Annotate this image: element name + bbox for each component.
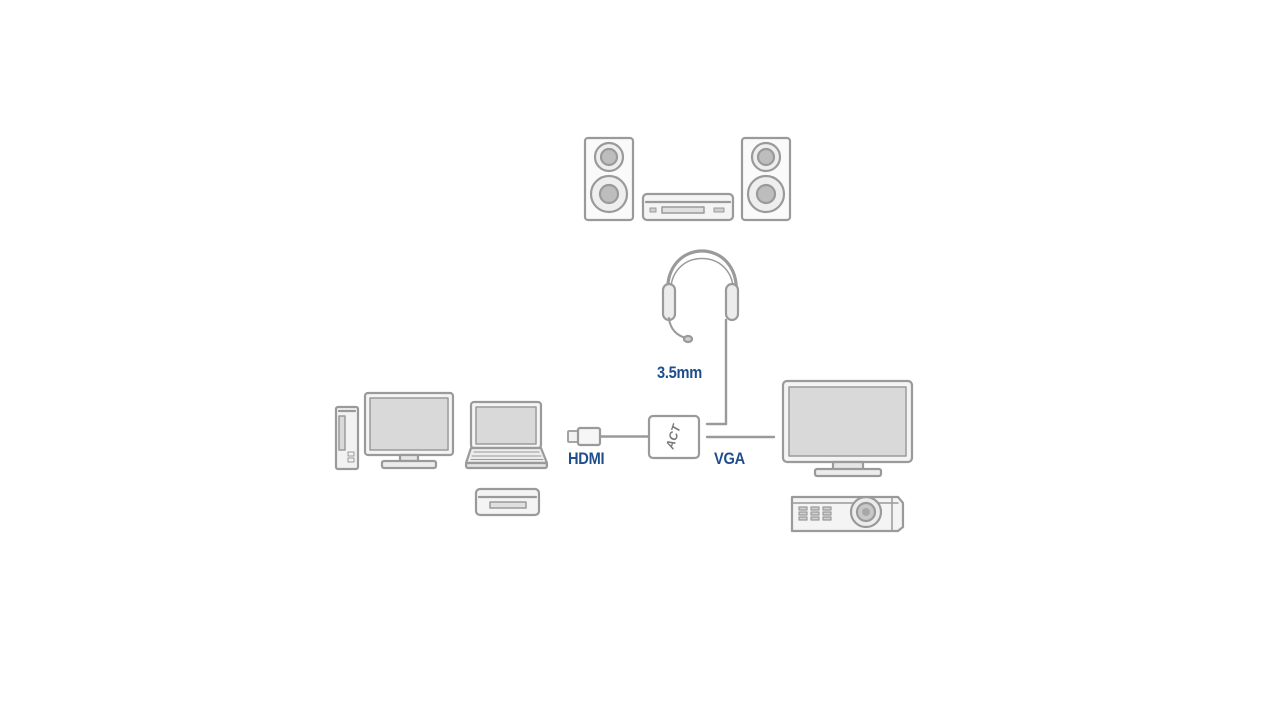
laptop-icon [464, 400, 549, 470]
hdmi-plug-icon [567, 426, 651, 447]
speaker-icon [740, 136, 792, 222]
audio-jack-label: 3.5mm [657, 363, 703, 382]
display-monitor-icon [781, 379, 914, 478]
desktop-monitor-icon [363, 391, 455, 470]
desktop-tower-icon [334, 405, 360, 471]
headset-icon [661, 249, 740, 426]
projector-icon [790, 495, 905, 533]
adapter-icon: ACT [647, 414, 701, 460]
media-player-icon [474, 487, 541, 517]
hdmi-label: HDMI [568, 449, 605, 468]
speaker-icon [583, 136, 635, 222]
vga-label: VGA [714, 449, 745, 468]
stereo-receiver-icon [641, 192, 735, 222]
